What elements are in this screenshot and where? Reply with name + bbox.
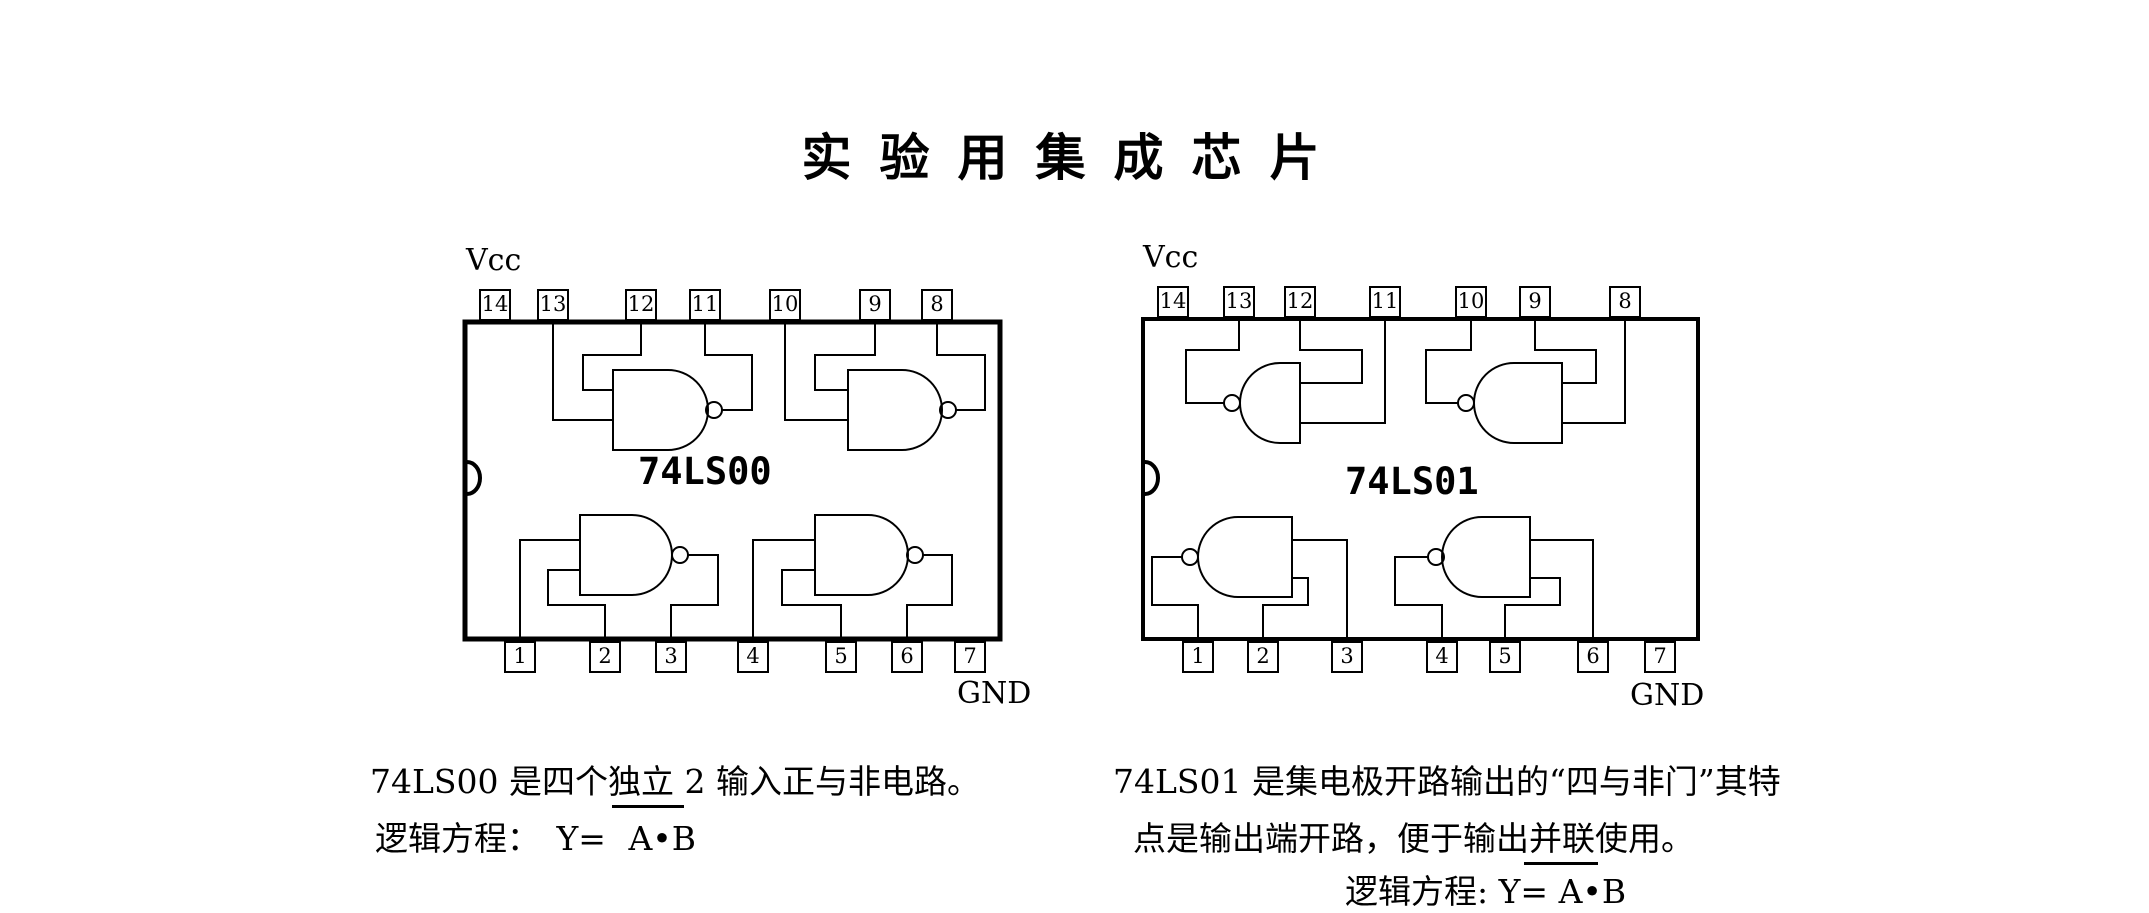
pin-label: 3 bbox=[664, 644, 678, 668]
pin-box bbox=[954, 641, 986, 673]
pin-label: 6 bbox=[1586, 644, 1600, 668]
orientation-notch bbox=[1144, 460, 1160, 496]
pin-label: 12 bbox=[627, 292, 655, 316]
pin-label: 6 bbox=[900, 644, 914, 668]
pin-label: 10 bbox=[771, 292, 799, 316]
pin-box bbox=[1157, 286, 1189, 318]
pin-label: 1 bbox=[1191, 644, 1205, 668]
pin-label: 4 bbox=[1435, 644, 1449, 668]
pin-label: 9 bbox=[1528, 289, 1542, 313]
negation-overline bbox=[1524, 862, 1598, 865]
chip-name: 74LS00 bbox=[638, 450, 772, 493]
pin-label: 14 bbox=[1159, 289, 1187, 313]
pin-label: 5 bbox=[834, 644, 848, 668]
gnd-label: GND bbox=[957, 676, 1032, 711]
equation-label: 逻辑方程: bbox=[1345, 872, 1489, 911]
pin-label: 4 bbox=[746, 644, 760, 668]
gnd-label: GND bbox=[1630, 678, 1705, 713]
page-title: 实验用集成芯片 bbox=[801, 129, 1348, 187]
nand-gate bbox=[847, 369, 957, 451]
chip-name: 74LS01 bbox=[1345, 460, 1479, 503]
chip1-equation: 逻辑方程： Y= A•B bbox=[375, 812, 696, 860]
pin-label: 1 bbox=[513, 644, 527, 668]
vcc-label: Vcc bbox=[466, 243, 522, 278]
chip-74ls01 bbox=[1141, 286, 1700, 673]
pin-label: 8 bbox=[930, 292, 944, 316]
equation-rhs: A•B bbox=[628, 819, 696, 858]
pin-box bbox=[479, 289, 511, 321]
nand-gate bbox=[1223, 362, 1301, 444]
chip-body bbox=[1141, 317, 1700, 641]
nand-gate bbox=[1181, 516, 1293, 598]
pin-label: 2 bbox=[598, 644, 612, 668]
pin-label: 11 bbox=[691, 292, 719, 316]
pin-label: 5 bbox=[1498, 644, 1512, 668]
chip1-description: 74LS00 是四个独立 2 输入正与非电路。 bbox=[370, 762, 980, 801]
equation-label: 逻辑方程： bbox=[375, 819, 540, 858]
chip2-equation: 逻辑方程: Y= A•B bbox=[1345, 865, 1626, 913]
pin-label: 7 bbox=[963, 644, 977, 668]
negation-overline bbox=[612, 805, 684, 808]
pin-label: 11 bbox=[1371, 289, 1399, 313]
chip-body bbox=[462, 319, 1003, 642]
nand-gate bbox=[1457, 362, 1563, 444]
pin-label: 13 bbox=[539, 292, 567, 316]
pin-box bbox=[1644, 641, 1676, 673]
orientation-notch bbox=[466, 460, 482, 496]
wire bbox=[519, 320, 986, 642]
nand-gate bbox=[579, 514, 689, 596]
pin-label: 12 bbox=[1286, 289, 1314, 313]
pin-label: 8 bbox=[1618, 289, 1632, 313]
nand-gate bbox=[612, 369, 723, 451]
equation-rhs: A•B bbox=[1558, 872, 1627, 911]
wire bbox=[1151, 317, 1626, 642]
pin-label: 2 bbox=[1256, 644, 1270, 668]
pin-label: 7 bbox=[1653, 644, 1667, 668]
chip2-description-line2: 点是输出端开路，便于输出并联使用。 bbox=[1133, 819, 1694, 858]
nand-gate bbox=[814, 514, 924, 596]
chip2-description-line1: 74LS01 是集电极开路输出的“四与非门”其特 bbox=[1113, 762, 1781, 801]
pin-label: 10 bbox=[1457, 289, 1485, 313]
nand-gate bbox=[1427, 516, 1531, 598]
pin-label: 3 bbox=[1340, 644, 1354, 668]
pin-label: 14 bbox=[481, 292, 509, 316]
vcc-label: Vcc bbox=[1143, 240, 1199, 275]
equation-lhs: Y= bbox=[556, 819, 606, 858]
equation-lhs: Y= bbox=[1498, 872, 1549, 911]
pin-label: 9 bbox=[868, 292, 882, 316]
chip-74ls00 bbox=[462, 289, 1003, 673]
pin-label: 13 bbox=[1225, 289, 1253, 313]
